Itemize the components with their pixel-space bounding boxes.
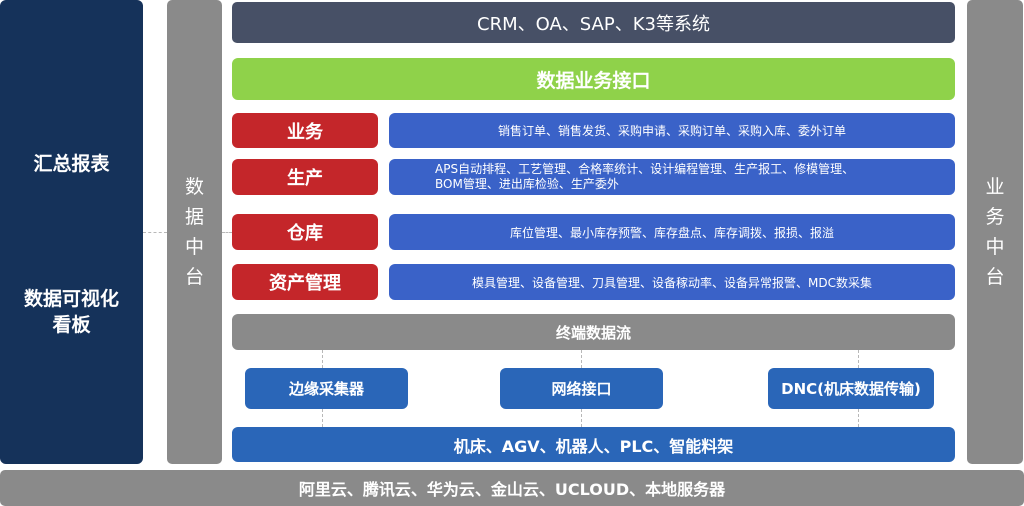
module-desc-asset-management-text: 模具管理、设备管理、刀具管理、设备稼动率、设备异常报警、MDC数采集 [472, 275, 872, 290]
business-middle-char-4: 台 [985, 266, 1005, 288]
module-label-business: 业务 [232, 113, 378, 148]
data-middle-char-4: 台 [184, 266, 204, 288]
module-desc-production-line-2: BOM管理、进出库检验、生产委外 [435, 177, 619, 191]
module-desc-asset-management: 模具管理、设备管理、刀具管理、设备稼动率、设备异常报警、MDC数采集 [389, 264, 955, 300]
module-desc-warehouse-text: 库位管理、最小库存预警、库存盘点、库存调拨、报损、报溢 [509, 225, 834, 240]
visualization-line-1: 数据可视化 [23, 288, 119, 310]
edge-collector-box: 边缘采集器 [245, 368, 408, 409]
module-desc-business: 销售订单、销售发货、采购申请、采购订单、采购入库、委外订单 [389, 113, 955, 148]
module-desc-warehouse: 库位管理、最小库存预警、库存盘点、库存调拨、报损、报溢 [389, 214, 955, 250]
data-middle-char-3: 中 [184, 236, 204, 258]
data-middle-char-1: 数 [184, 176, 204, 198]
connector-collector-devices-3 [858, 409, 859, 427]
module-label-warehouse: 仓库 [232, 214, 378, 250]
module-label-asset-management: 资产管理 [232, 264, 378, 300]
terminal-data-flow-bar: 终端数据流 [232, 314, 955, 350]
devices-bar: 机床、AGV、机器人、PLC、智能料架 [232, 427, 955, 462]
business-middle-char-3: 中 [985, 236, 1005, 258]
module-desc-business-text: 销售订单、销售发货、采购申请、采购订单、采购入库、委外订单 [497, 124, 846, 138]
connector-flow-collector-3 [858, 350, 859, 368]
left-report-panel: 汇总报表 数据可视化 看板 [0, 0, 143, 464]
dnc-box: DNC(机床数据传输) [768, 368, 934, 409]
summary-report-label: 汇总报表 [33, 153, 110, 175]
data-middle-platform: 数 据 中 台 [167, 0, 222, 464]
data-business-interface-bar: 数据业务接口 [232, 58, 955, 100]
connector-left-middle [143, 232, 167, 233]
module-desc-production: APS自动排程、工艺管理、合格率统计、设计编程管理、生产报工、修模管理、 BOM… [389, 159, 955, 195]
connector-flow-collector-2 [581, 350, 582, 368]
business-middle-char-2: 务 [985, 206, 1005, 228]
top-systems-bar: CRM、OA、SAP、K3等系统 [232, 2, 955, 43]
visualization-line-2: 看板 [52, 314, 91, 336]
visualization-dashboard-label: 数据可视化 看板 [0, 286, 143, 338]
business-middle-platform: 业 务 中 台 [967, 0, 1023, 464]
connector-flow-collector-1 [322, 350, 323, 368]
connector-collector-devices-2 [581, 409, 582, 427]
connector-middle-modules [222, 232, 232, 233]
business-middle-char-1: 业 [985, 176, 1005, 198]
module-desc-production-line-1: APS自动排程、工艺管理、合格率统计、设计编程管理、生产报工、修模管理、 [435, 162, 855, 176]
connector-collector-devices-1 [322, 409, 323, 427]
cloud-services-bar: 阿里云、腾讯云、华为云、金山云、UCLOUD、本地服务器 [0, 470, 1024, 506]
network-interface-box: 网络接口 [500, 368, 663, 409]
data-middle-char-2: 据 [184, 206, 204, 228]
module-label-production: 生产 [232, 159, 378, 195]
